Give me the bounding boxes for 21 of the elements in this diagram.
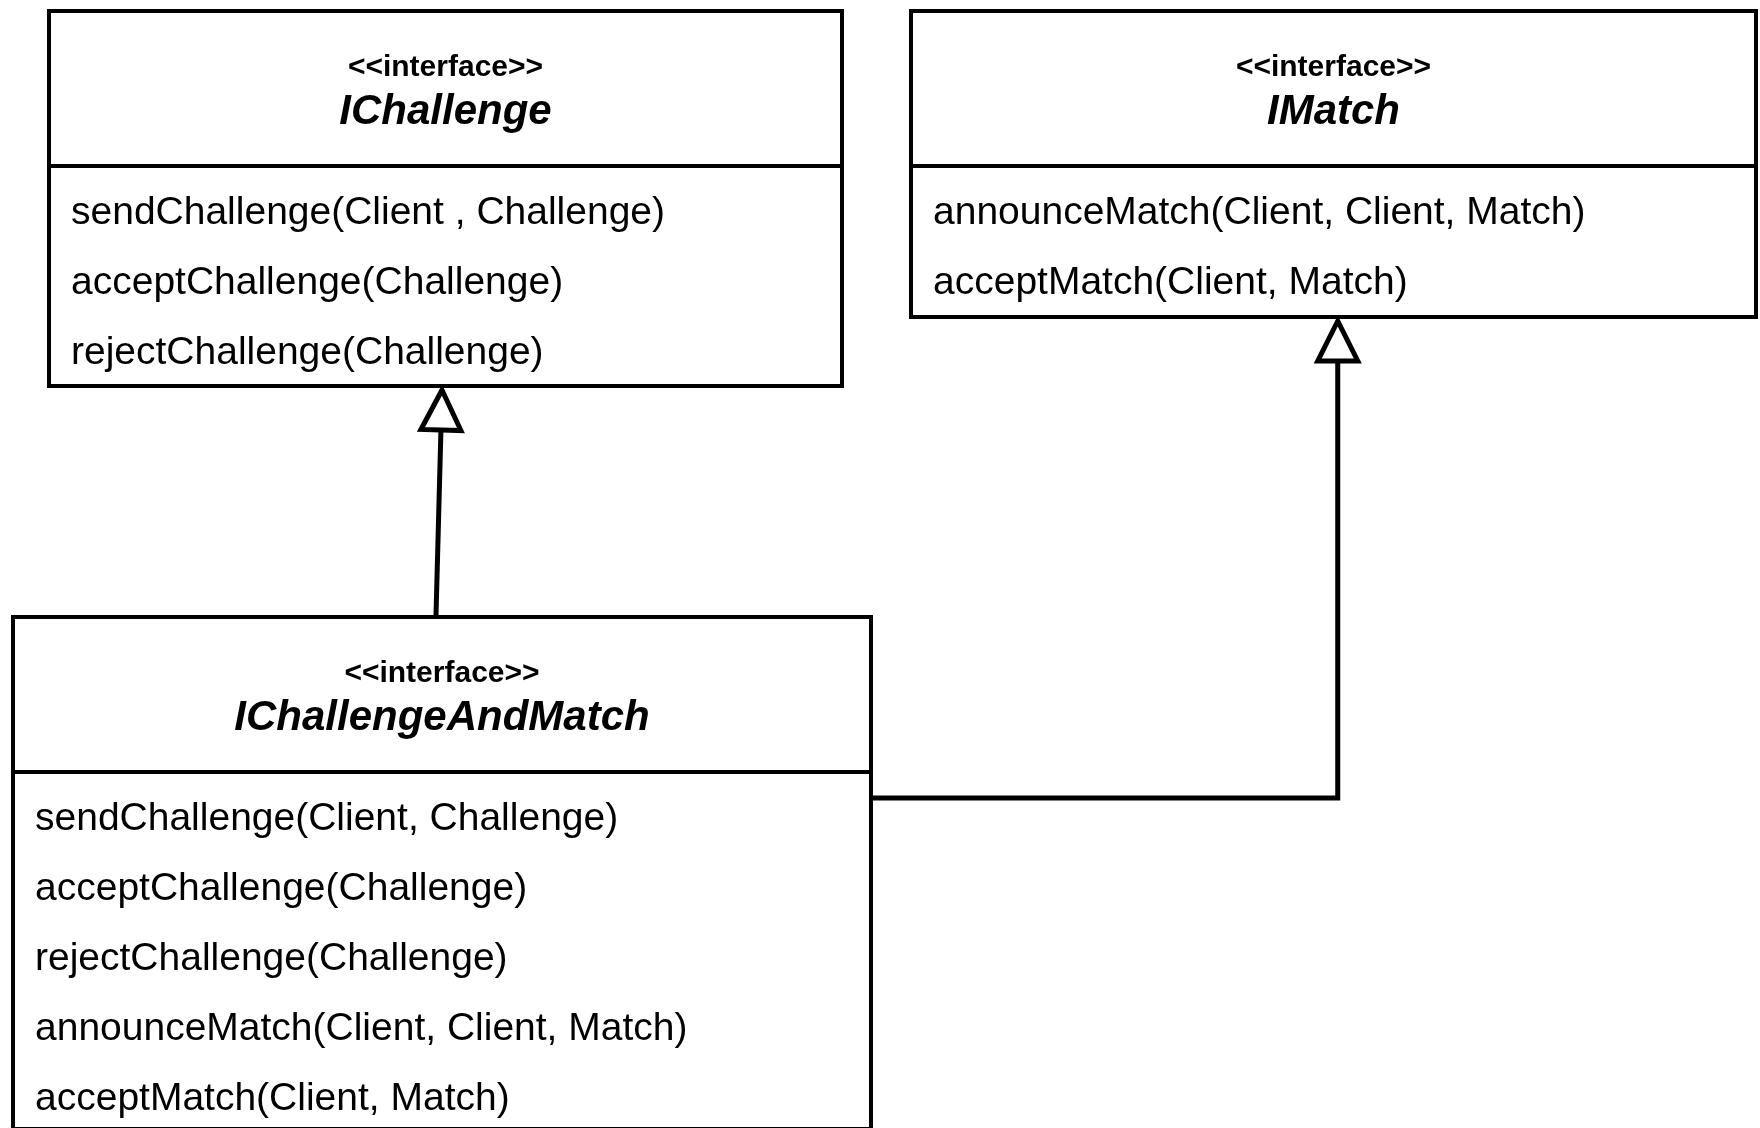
method-signature: sendChallenge(Client, Challenge) (35, 794, 620, 840)
interface-name: IMatch (1267, 84, 1400, 135)
interface-box (11, 615, 873, 1128)
method-signature: acceptChallenge(Challenge) (35, 864, 529, 910)
method-signature: announceMatch(Client, Client, Match) (35, 1004, 689, 1050)
method-signature: announceMatch(Client, Client, Match) (933, 188, 1587, 234)
method-signature: acceptMatch(Client, Match) (35, 1074, 511, 1120)
method-signature: acceptMatch(Client, Match) (933, 258, 1409, 304)
method-signature: sendChallenge(Client , Challenge) (71, 188, 667, 234)
interface-box (909, 9, 1758, 319)
interface-box (47, 9, 844, 388)
method-signature: rejectChallenge(Challenge) (71, 328, 545, 374)
stereotype-label: <<interface>> (1235, 47, 1432, 84)
interface-name: IChallenge (339, 84, 552, 135)
stereotype-label: <<interface>> (344, 653, 540, 690)
realization-arrow (873, 318, 1361, 801)
realization-arrow (418, 387, 464, 616)
stereotype-label: <<interface>> (347, 47, 544, 84)
interface-name: IChallengeAndMatch (234, 690, 650, 741)
method-signature: acceptChallenge(Challenge) (71, 258, 565, 304)
method-signature: rejectChallenge(Challenge) (35, 934, 509, 980)
